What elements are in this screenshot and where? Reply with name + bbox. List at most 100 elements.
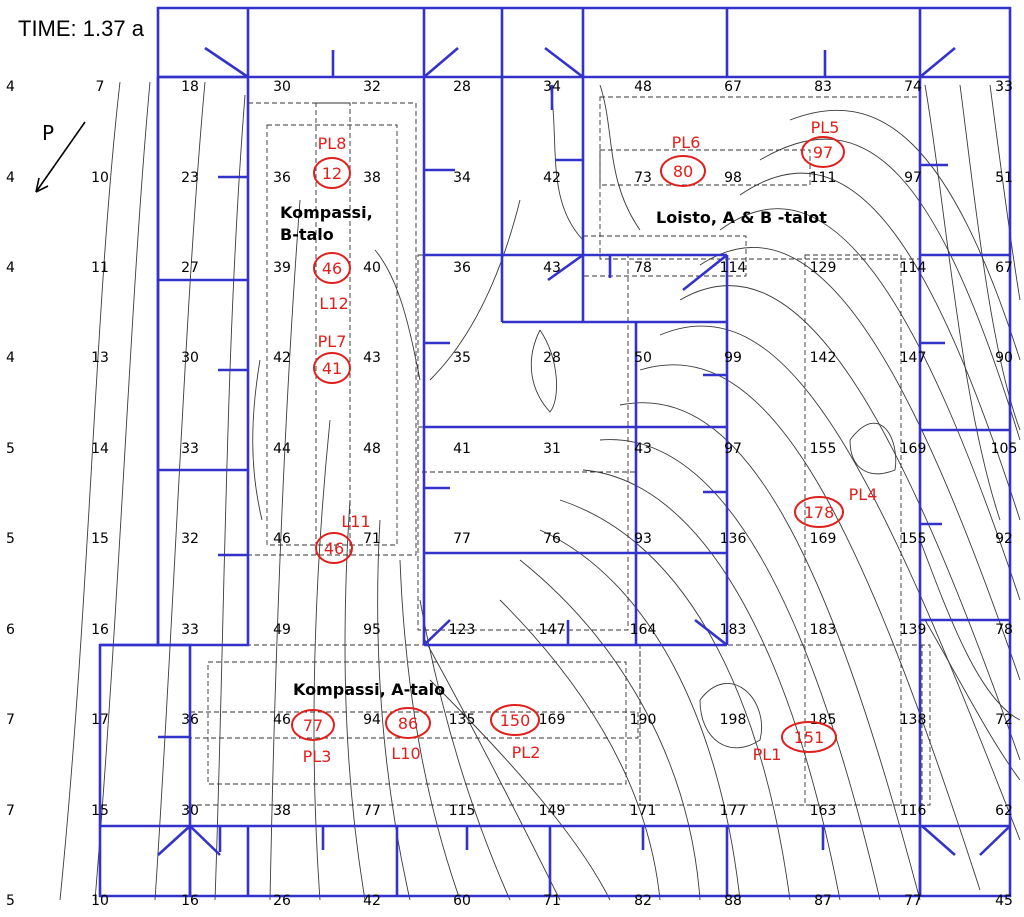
- contour-line: [269, 199, 301, 901]
- grid-value: 129: [810, 260, 837, 276]
- grid-value: 72: [995, 712, 1013, 728]
- wall-line: [682, 253, 728, 292]
- north-arrow-shaft: [35, 121, 86, 193]
- grid-value: 87: [814, 893, 832, 909]
- grid-value: 50: [634, 350, 652, 366]
- dashed-outline: [266, 124, 398, 546]
- building-label: Kompassi, A-talo: [293, 680, 445, 699]
- grid-value: 27: [181, 260, 199, 276]
- grid-value: 111: [810, 170, 837, 186]
- grid-value: 62: [995, 803, 1013, 819]
- grid-value: 5: [6, 893, 15, 909]
- marker-ellipse: [794, 496, 844, 528]
- marker-value: 80: [673, 162, 693, 181]
- grid-value: 97: [724, 441, 742, 457]
- building-label: Loisto, A & B -talot: [656, 208, 827, 227]
- contour-line: [519, 559, 701, 901]
- grid-value: 4: [6, 170, 15, 186]
- building-label: Kompassi,: [280, 203, 373, 222]
- grid-value: 35: [453, 350, 471, 366]
- marker-label: PL5: [811, 118, 840, 137]
- grid-value: 17: [91, 712, 109, 728]
- grid-value: 51: [995, 170, 1013, 186]
- grid-value: 45: [995, 893, 1013, 909]
- grid-value: 147: [539, 622, 566, 638]
- grid-value: 15: [91, 803, 109, 819]
- grid-value: 71: [363, 531, 381, 547]
- grid-value: 105: [991, 441, 1018, 457]
- contour-line: [377, 519, 411, 901]
- wall-line: [423, 47, 459, 78]
- contour-line: [719, 208, 1021, 601]
- contour-line: [313, 419, 331, 901]
- grid-value: 28: [543, 350, 561, 366]
- grid-value: 15: [91, 531, 109, 547]
- grid-value: 177: [720, 803, 747, 819]
- grid-value: 71: [543, 893, 561, 909]
- marker-label: PL8: [318, 134, 347, 153]
- building-label: B-talo: [280, 225, 334, 244]
- wall-line: [694, 618, 728, 647]
- grid-value: 34: [453, 170, 471, 186]
- grid-value: 169: [900, 441, 927, 457]
- contour-line: [429, 679, 611, 901]
- marker-ellipse: [660, 155, 706, 187]
- grid-value: 4: [6, 260, 15, 276]
- grid-value: 14: [91, 441, 109, 457]
- grid-value: 42: [543, 170, 561, 186]
- north-arrow: P: [35, 121, 86, 193]
- contour-line: [429, 199, 521, 381]
- building-labels: Kompassi, B-talo Loisto, A & B -talotKompa…: [280, 203, 827, 699]
- contour-line: [789, 109, 1021, 361]
- grid-value: 155: [810, 441, 837, 457]
- marker-label: L11: [341, 512, 370, 531]
- contour-line: [154, 81, 206, 901]
- building-walls: [98, 6, 1012, 898]
- grid-value: 93: [634, 531, 652, 547]
- grid-value: 88: [724, 893, 742, 909]
- grid-value: 43: [363, 350, 381, 366]
- grid-value: 42: [363, 893, 381, 909]
- marker-ellipse: [801, 136, 845, 168]
- grid-value: 36: [181, 712, 199, 728]
- grid-value: 48: [634, 79, 652, 95]
- grid-value: 43: [634, 441, 652, 457]
- grid-value: 5: [6, 441, 15, 457]
- grid-value: 83: [814, 79, 832, 95]
- grid-value: 32: [363, 79, 381, 95]
- contour-line: [582, 469, 841, 901]
- marker-value: 46: [322, 259, 342, 278]
- wall-line: [544, 46, 584, 79]
- contour-line: [539, 529, 741, 901]
- contour-line: [252, 359, 263, 521]
- grid-value: 163: [810, 803, 837, 819]
- grid-value: 26: [273, 893, 291, 909]
- grid-value: 169: [810, 531, 837, 547]
- contour-line: [344, 499, 366, 901]
- grid-value: 183: [720, 622, 747, 638]
- grid-value: 169: [539, 712, 566, 728]
- marker-ellipse: [313, 252, 351, 284]
- contour-line: [549, 84, 584, 241]
- marker-label: L10: [391, 744, 420, 763]
- grid-value: 164: [630, 622, 657, 638]
- contour-line: [919, 539, 1021, 721]
- contour-line: [94, 81, 151, 901]
- marker-value: 97: [813, 143, 833, 162]
- grid-value: 33: [995, 79, 1013, 95]
- grid-value: 139: [900, 622, 927, 638]
- north-label: P: [42, 121, 54, 145]
- grid-value: 114: [900, 260, 927, 276]
- grid-value: 38: [363, 170, 381, 186]
- grid-value: 67: [724, 79, 742, 95]
- grid-value: 6: [6, 622, 15, 638]
- grid-value: 123: [449, 622, 476, 638]
- marker-ellipse: [313, 157, 351, 189]
- grid-value: 4: [6, 79, 15, 95]
- grid-value: 171: [630, 803, 657, 819]
- grid-value: 48: [363, 441, 381, 457]
- grid-value: 190: [630, 712, 657, 728]
- wall-line: [157, 825, 191, 856]
- contour-line: [739, 172, 1021, 521]
